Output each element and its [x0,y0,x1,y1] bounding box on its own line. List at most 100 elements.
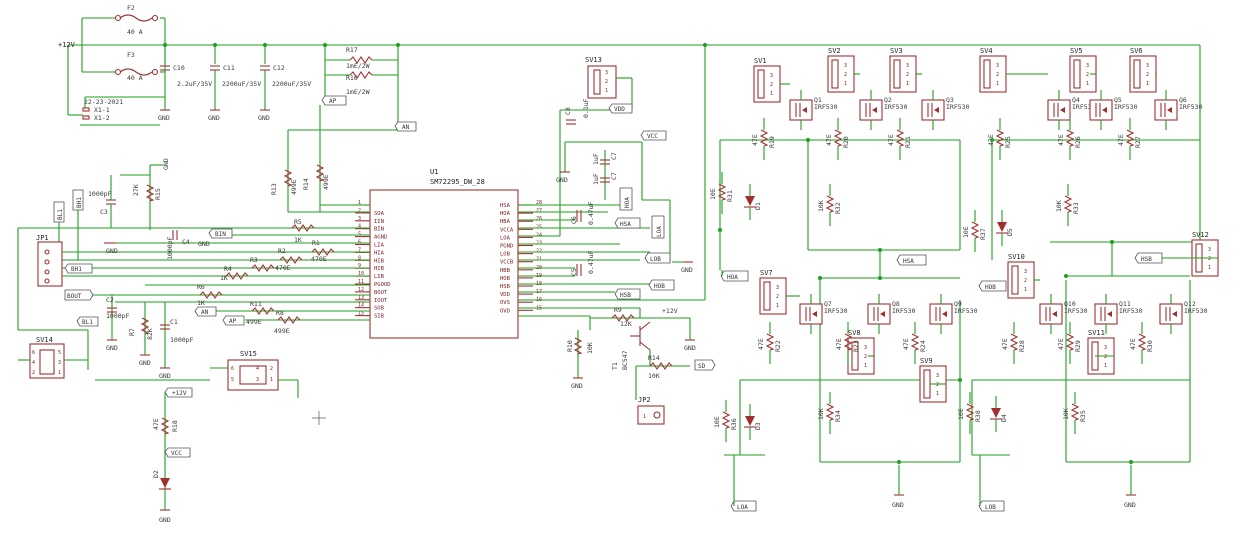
mosfet-part: IRF530 [1179,103,1203,111]
svg-text:R22: R22 [774,340,782,352]
mosfet-part: IRF530 [954,307,978,315]
svg-text:1: 1 [1208,265,1211,271]
cap-c10: C10 2.2uF/35V [160,64,212,110]
cap-c1-val: 1000pF [170,336,194,344]
cap-c3-ref: C3 [100,208,108,216]
transistor-t1-ref: T1 [611,362,619,370]
net-bl1-low: BL1 [76,316,99,327]
cap-c6-val: 0.47uF [587,201,595,225]
svg-text:1: 1 [605,88,608,94]
res-r8-ref: R8 [276,309,284,317]
svg-text:VCC: VCC [647,133,658,140]
diode-d2: D2 [152,470,171,490]
svg-text:1: 1 [864,363,867,369]
svg-text:3: 3 [770,73,773,79]
header-label: SV3 [890,47,903,55]
svg-text:2: 2 [906,72,909,78]
diode-d1: D1 [744,184,762,220]
net-12v-lower: +12V [164,387,193,398]
res-r7-val: 82K [146,328,154,340]
svg-text:GND: GND [159,372,171,380]
mosfet-ref: Q1 [814,96,822,104]
svg-text:2: 2 [605,79,608,85]
ic-pin-num: 14 [358,303,364,309]
cap-c8-val: 1uF [592,153,600,165]
ic-pin-name: PGOOD [374,282,391,288]
svg-text:10K: 10K [817,408,825,420]
svg-text:47E: 47E [1117,134,1125,146]
svg-text:R31: R31 [726,190,734,202]
ic-pin-num: 15 [358,311,364,317]
ic-pin-name: HBB [500,268,511,274]
cap-c10-ref: C10 [173,64,185,72]
res-r13-val: 499E [290,179,298,195]
svg-text:AN: AN [402,124,410,131]
svg-text:2: 2 [1208,256,1211,262]
fuse-f3-ref: F3 [127,51,135,59]
svg-text:3: 3 [844,63,847,69]
svg-text:R37: R37 [979,228,987,240]
gnd-c11: GND [208,109,220,122]
svg-text:3: 3 [1024,269,1027,275]
svg-text:GND: GND [892,501,904,509]
svg-text:3: 3 [864,345,867,351]
svg-text:10E: 10E [713,416,721,428]
net-lob-right: LOB [978,500,1005,512]
svg-text:2: 2 [1146,72,1149,78]
fuse-f2-val: 40 A [127,28,143,36]
cap-c2-ref: C2 [106,296,114,304]
svg-text:1: 1 [58,370,61,376]
ic-pin-num: 8 [358,255,361,261]
svg-text:2: 2 [776,294,779,300]
mosfet-part: IRF530 [1072,103,1096,111]
ic-pin-num: 2 [358,208,361,214]
net-lob-ic: LOB [644,252,671,264]
res-r11-val: 499E [246,318,262,326]
res-r13-ref: R13 [270,183,278,195]
svg-text:GND: GND [198,240,210,248]
connector-x1: 22-23-2021 X1-1 X1-2 [82,98,123,122]
svg-text:GND: GND [1124,501,1136,509]
header-sv14: 642 531 SV14 [29,336,65,379]
svg-text:2: 2 [996,72,999,78]
svg-text:R29: R29 [1074,340,1082,352]
svg-text:47E: 47E [757,338,765,350]
svg-text:1: 1 [270,377,273,383]
ic-pin-name: HIA [374,250,385,256]
svg-text:BIN: BIN [215,231,226,238]
svg-text:GND: GND [571,382,583,390]
ic-pin-name: OVD [500,308,510,314]
svg-text:GND: GND [556,176,568,184]
transistor-t1: T1 BC547 [611,321,651,370]
svg-text:HSA: HSA [903,258,914,265]
ic-pin-num: 11 [358,279,364,285]
svg-text:D1: D1 [754,202,762,210]
svg-text:4: 4 [256,366,259,372]
res-r17-val: 1mE/2W [346,62,370,70]
svg-text:GND: GND [162,158,170,170]
res-r18-ref: R18 [171,420,179,432]
gnd-c12: GND [258,109,270,122]
header-label: SV10 [1008,253,1025,261]
res-r6-val: 1K [197,299,205,307]
mosfet-part: IRF530 [814,103,838,111]
mosfet-ref: Q5 [1114,96,1122,104]
svg-text:3: 3 [996,63,999,69]
res-r5-ref: R5 [294,218,302,226]
res-r3-ref: R3 [250,256,258,264]
jumper-jp2-ref: JP2 [638,396,651,404]
ic-pin-name: HSB [500,284,511,290]
